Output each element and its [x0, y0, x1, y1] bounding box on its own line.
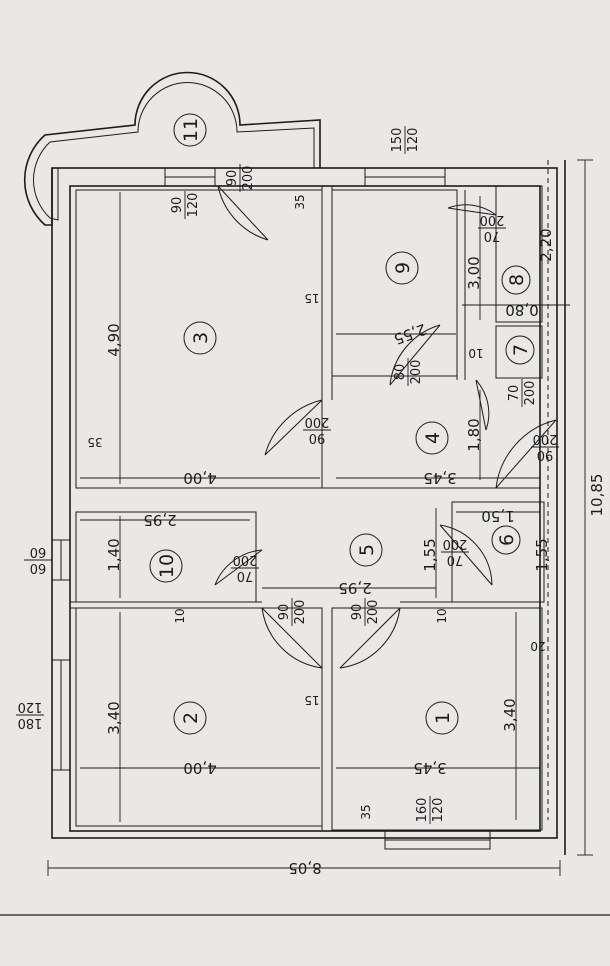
room-4-label: 4 — [422, 432, 444, 444]
room2-length-label: 3,40 — [105, 701, 123, 734]
svg-text:150: 150 — [390, 128, 405, 153]
svg-text:200: 200 — [233, 552, 258, 567]
svg-text:90: 90 — [350, 604, 365, 621]
door-room2: 90 200 — [277, 598, 308, 626]
room6-len-a-label: 1,55 — [421, 538, 439, 571]
room10-length-label: 1,40 — [105, 538, 123, 571]
svg-text:120: 120 — [431, 798, 446, 823]
svg-text:180: 180 — [18, 715, 43, 730]
door-room3: 90 200 — [303, 414, 331, 445]
svg-text:80: 80 — [393, 364, 408, 381]
door-room9: 80 200 — [393, 358, 424, 386]
svg-text:70: 70 — [237, 568, 254, 583]
overall-height-label: 10,85 — [588, 474, 606, 517]
svg-text:90: 90 — [170, 197, 185, 214]
svg-text:90: 90 — [309, 430, 326, 445]
room-5-label: 5 — [356, 544, 378, 556]
door-room3-balcony: 90 200 — [225, 164, 256, 192]
svg-text:200: 200 — [443, 536, 468, 551]
room-11-label: 11 — [180, 118, 202, 142]
svg-text:200: 200 — [305, 414, 330, 429]
svg-text:60: 60 — [30, 544, 47, 559]
door-room6: 70 200 — [441, 536, 469, 567]
window-room9: 150 120 — [390, 126, 421, 154]
room-1-label: 1 — [432, 712, 454, 724]
wall-35-c: 35 — [359, 804, 373, 819]
wall-35-a: 35 — [87, 435, 102, 449]
room-7-label: 7 — [510, 344, 532, 356]
svg-text:90: 90 — [225, 170, 240, 187]
svg-text:90: 90 — [537, 447, 554, 462]
svg-text:60: 60 — [30, 560, 47, 575]
wall-10-b: 10 — [435, 608, 449, 623]
door-room1: 90 200 — [350, 598, 381, 626]
room-6-label: 6 — [496, 534, 518, 546]
room10-width-label: 2,95 — [143, 511, 176, 529]
window-room10: 60 60 — [24, 544, 52, 575]
room9-length-label: 3,00 — [465, 256, 483, 289]
svg-text:90: 90 — [277, 604, 292, 621]
room3-width-label: 4,00 — [183, 469, 216, 487]
room-8-label: 8 — [506, 274, 528, 286]
svg-text:160: 160 — [415, 798, 430, 823]
windows — [51, 167, 491, 850]
door-room8: 70 200 — [478, 212, 506, 243]
svg-text:70: 70 — [484, 228, 501, 243]
dimension-lines — [47, 159, 593, 876]
window-room2: 180 120 — [16, 699, 44, 730]
room-2-label: 2 — [180, 712, 202, 724]
room8-length-label: 2,20 — [537, 228, 555, 261]
opening-labels: 90 120 90 200 150 120 90 200 80 200 70 2… — [16, 126, 559, 824]
svg-text:120: 120 — [18, 699, 43, 714]
svg-text:120: 120 — [186, 193, 201, 218]
room3-length-label: 4,90 — [105, 323, 123, 356]
svg-text:200: 200 — [241, 166, 256, 191]
room1-length-label: 3,40 — [501, 698, 519, 731]
room-3-label: 3 — [190, 332, 212, 344]
room6-len-b-label: 1,55 — [533, 538, 551, 571]
door-room7: 70 200 — [507, 379, 538, 407]
svg-text:200: 200 — [533, 431, 558, 446]
door-entry: 90 200 — [531, 431, 559, 462]
wall-20: 20 — [530, 639, 545, 653]
svg-text:200: 200 — [409, 360, 424, 385]
svg-text:200: 200 — [293, 600, 308, 625]
wall-10-a: 10 — [173, 608, 187, 623]
room2-width-label: 4,00 — [183, 759, 216, 777]
hall4-length-label: 1,80 — [465, 418, 483, 451]
door-room10: 70 200 — [231, 552, 259, 583]
room-9-label: 9 — [392, 262, 414, 274]
svg-text:200: 200 — [523, 381, 538, 406]
balcony — [23, 71, 321, 226]
wall-35-b: 35 — [293, 194, 307, 209]
room-labels: 11 3 9 8 7 4 5 6 10 2 1 — [149, 113, 535, 735]
room1-width-label: 3,45 — [413, 759, 446, 777]
door-swings — [214, 185, 557, 669]
room6-width-label: 1,50 — [481, 507, 514, 525]
dimension-labels: 8,05 10,85 4,90 4,00 4,00 3,40 3,45 3,40… — [87, 194, 606, 877]
window-room1: 160 120 — [415, 796, 446, 824]
wall-15-a: 15 — [304, 291, 319, 305]
svg-text:70: 70 — [447, 552, 464, 567]
wall-15-b: 15 — [304, 693, 319, 707]
room8-width-label: 0,80 — [505, 301, 538, 319]
hall4-width-label: 3,45 — [423, 469, 456, 487]
window-room3-top: 90 120 — [170, 191, 201, 219]
wall-10-c: 10 — [468, 346, 483, 360]
svg-text:120: 120 — [406, 128, 421, 153]
svg-text:70: 70 — [507, 385, 522, 402]
corridor5-width-label: 2,95 — [338, 579, 371, 597]
overall-width-label: 8,05 — [288, 859, 321, 877]
walls — [51, 160, 566, 855]
room-10-label: 10 — [156, 554, 178, 578]
svg-text:200: 200 — [366, 600, 381, 625]
svg-text:200: 200 — [480, 212, 505, 227]
